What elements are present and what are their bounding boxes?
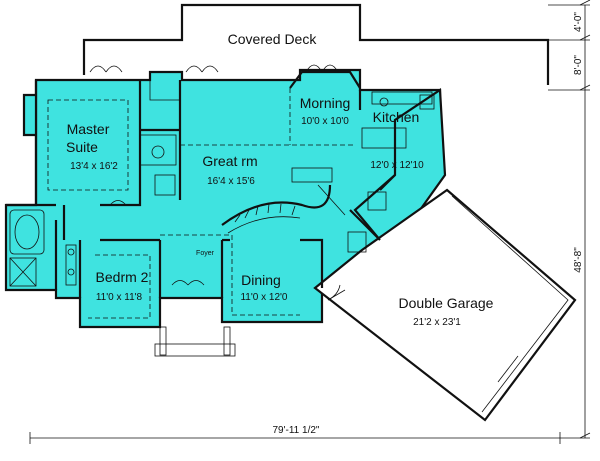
dashed-lines: [47, 88, 355, 319]
porch: [154, 326, 236, 357]
curved-staircase: [221, 167, 346, 234]
dining-dims: 11'0 x 12'0: [240, 292, 287, 303]
morning-dims: 10'0 x 10'0: [301, 116, 349, 127]
tub: [9, 209, 45, 255]
interior-walls: [6, 80, 396, 298]
morning-bay: [289, 70, 361, 89]
doors: [89, 64, 341, 301]
overall-depth-label: 48'-8": [573, 247, 584, 273]
great-room-dims: 16'4 x 15'6: [207, 176, 255, 187]
fixtures: [9, 91, 435, 287]
closet-bath: [139, 134, 177, 166]
kitchen-angle: [353, 88, 447, 242]
covered-deck-label: Covered Deck: [228, 31, 318, 47]
shower: [9, 257, 37, 287]
great-room-label: Great rm: [202, 153, 257, 169]
dimension-lines: [29, 0, 591, 444]
bedroom2-label: Bedrm 2: [96, 269, 149, 285]
kitchen-dims: 12'0 x 12'10: [370, 160, 424, 171]
foyer-label: Foyer: [196, 250, 215, 257]
garage-dims: 21'2 x 23'1: [413, 317, 461, 328]
master-bay: [22, 93, 36, 137]
master-suite-label-1: Master: [67, 121, 110, 137]
deck-depth-label: 4'-0": [573, 12, 584, 32]
garage-label: Double Garage: [399, 295, 494, 311]
dining-label: Dining: [241, 272, 281, 288]
kitchen-island: [361, 127, 407, 149]
covered-deck: [82, 3, 550, 85]
morning-label: Morning: [300, 95, 351, 111]
dimension-labels: 79'-11 1/2" 4'-0" 8'-0" 48'-8": [273, 12, 584, 436]
garage: [313, 188, 577, 422]
labels: Covered Deck Master Suite 13'4 x 16'2 Gr…: [66, 31, 494, 328]
master-suite-dims: 13'4 x 16'2: [70, 161, 118, 172]
kitchen-counter: [371, 91, 433, 105]
bedroom2-dims: 11'0 x 11'8: [96, 292, 143, 303]
upper-depth-label: 8'-0": [573, 55, 584, 75]
master-suite-label-2: Suite: [66, 139, 98, 155]
house-floor: [4, 68, 447, 329]
overall-width-label: 79'-11 1/2": [273, 425, 320, 436]
kitchen-label: Kitchen: [373, 109, 420, 125]
